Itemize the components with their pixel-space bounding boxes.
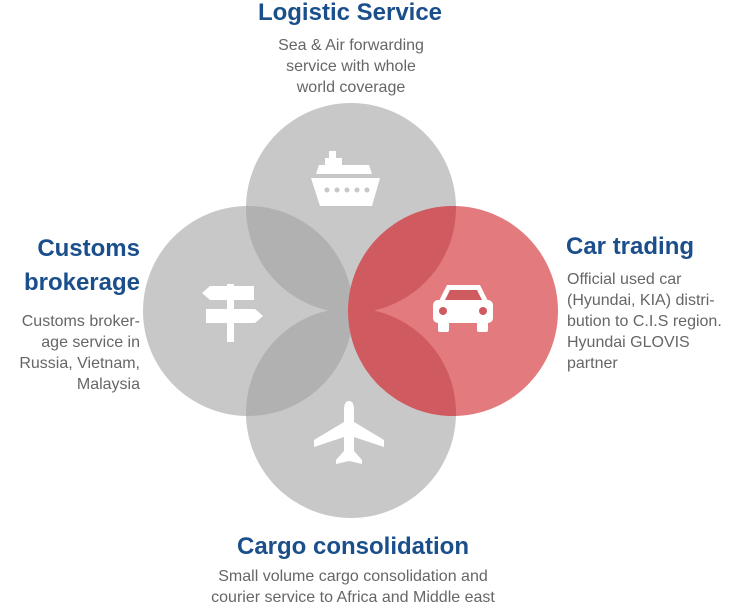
customs-title: Customs brokerage [0, 232, 140, 300]
logistic-desc-line: service with whole [286, 58, 416, 75]
car-desc-line: Hyundai GLOVIS [567, 334, 690, 351]
customs-desc-line: age service in [41, 334, 140, 351]
ship-icon [311, 151, 380, 206]
customs-description: Customs broker- age service in Russia, V… [0, 311, 140, 395]
cargo-title: Cargo consolidation [236, 533, 469, 560]
customs-desc-line: Malaysia [76, 376, 140, 393]
logistic-desc-line: world coverage [296, 79, 406, 96]
customs-title-line: Customs [37, 235, 140, 262]
car-desc-line: partner [567, 355, 618, 372]
airplane-icon [314, 401, 384, 464]
car-desc-line: bution to C.I.S region. [567, 313, 722, 330]
customs-title-line: brokerage [23, 269, 140, 296]
customs-desc-line: Customs broker- [21, 313, 140, 330]
logistic-desc-line: Sea & Air forwarding [278, 37, 424, 54]
cargo-desc-line: Small volume cargo consolidation and [218, 568, 488, 585]
cargo-description: Small volume cargo consolidation and cou… [176, 566, 530, 608]
car-icon [433, 285, 493, 332]
car-desc-line: Official used car [567, 271, 682, 288]
customs-desc-line: Russia, Vietnam, [19, 355, 140, 372]
logistic-title: Logistic Service [257, 0, 443, 26]
car-desc-line: (Hyundai, KIA) distri- [567, 292, 715, 309]
signpost-icon [202, 284, 263, 342]
car-description: Official used car (Hyundai, KIA) distri-… [567, 269, 750, 374]
car-title: Car trading [566, 233, 695, 260]
cargo-desc-line: courier service to Africa and Middle eas… [211, 589, 495, 606]
logistic-description: Sea & Air forwarding service with whole … [236, 35, 466, 98]
